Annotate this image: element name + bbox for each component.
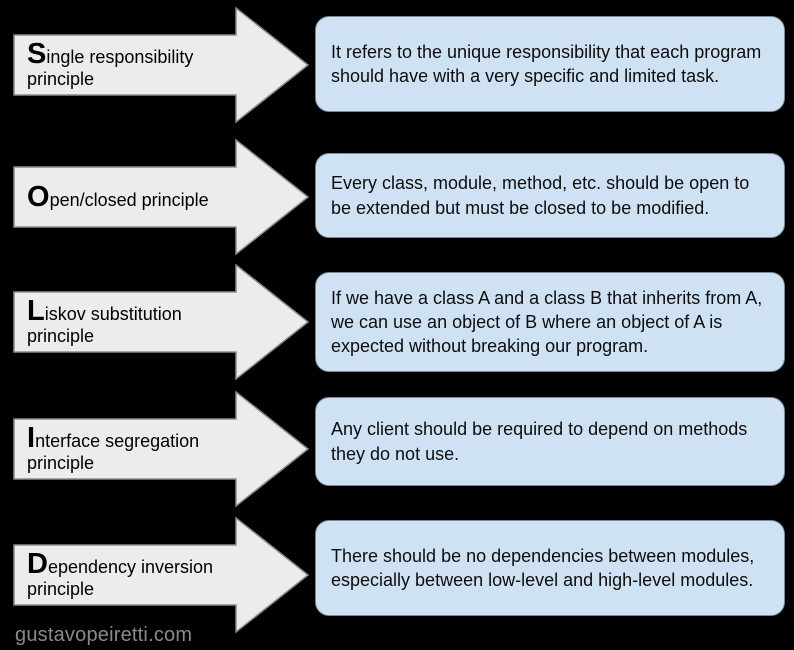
principle-label-liskov-substitution: Liskov substitution principle [27, 292, 235, 352]
description-text: There should be no dependencies between … [331, 545, 755, 590]
principle-label-interface-segregation: Interface segregation principle [27, 419, 235, 479]
arrow-right-shape [13, 6, 310, 124]
arrow-right-icon [13, 263, 310, 381]
watermark: gustavopeiretti.com [15, 624, 193, 646]
principle-rest: pen/closed principle [49, 189, 209, 210]
principle-initial: S [27, 37, 47, 70]
description-box-open-closed: Every class, module, method, etc. should… [315, 153, 785, 238]
principle-rest: iskov substitution principle [27, 303, 182, 346]
principle-rest: nterface segregation principle [27, 430, 200, 473]
principle-label-text: Dependency inversion principle [27, 547, 235, 601]
principle-label-text: Interface segregation principle [27, 421, 235, 475]
principle-initial: I [27, 421, 36, 454]
principle-rest: ependency inversion principle [27, 556, 214, 599]
description-box-dependency-inversion: There should be no dependencies between … [315, 520, 785, 616]
principle-initial: D [27, 547, 48, 580]
arrow-right-icon [13, 6, 310, 124]
principle-rest: ingle responsibility principle [27, 46, 194, 89]
arrow-right-shape [13, 138, 310, 256]
description-box-liskov-substitution: If we have a class A and a class B that … [315, 272, 785, 372]
description-text: It refers to the unique responsibility t… [331, 41, 762, 86]
principle-initial: L [27, 294, 45, 327]
arrow-right-icon [13, 516, 310, 634]
principle-initial: O [27, 180, 50, 213]
description-text: If we have a class A and a class B that … [331, 287, 763, 357]
principle-label-open-closed: Open/closed principle [27, 167, 235, 227]
arrow-right-shape [13, 263, 310, 381]
principle-label-single-responsibility: Single responsibility principle [27, 35, 235, 95]
principle-label-dependency-inversion: Dependency inversion principle [27, 545, 235, 605]
arrow-right-icon [13, 138, 310, 256]
arrow-right-shape [13, 390, 310, 508]
description-box-interface-segregation: Any client should be required to depend … [315, 397, 785, 486]
description-text: Every class, module, method, etc. should… [331, 173, 750, 218]
principle-label-text: Single responsibility principle [27, 37, 235, 91]
description-text: Any client should be required to depend … [331, 419, 748, 464]
arrow-right-shape [13, 516, 310, 634]
principle-label-text: Open/closed principle [27, 180, 209, 213]
description-box-single-responsibility: It refers to the unique responsibility t… [315, 16, 785, 112]
arrow-right-icon [13, 390, 310, 508]
principle-label-text: Liskov substitution principle [27, 294, 235, 348]
